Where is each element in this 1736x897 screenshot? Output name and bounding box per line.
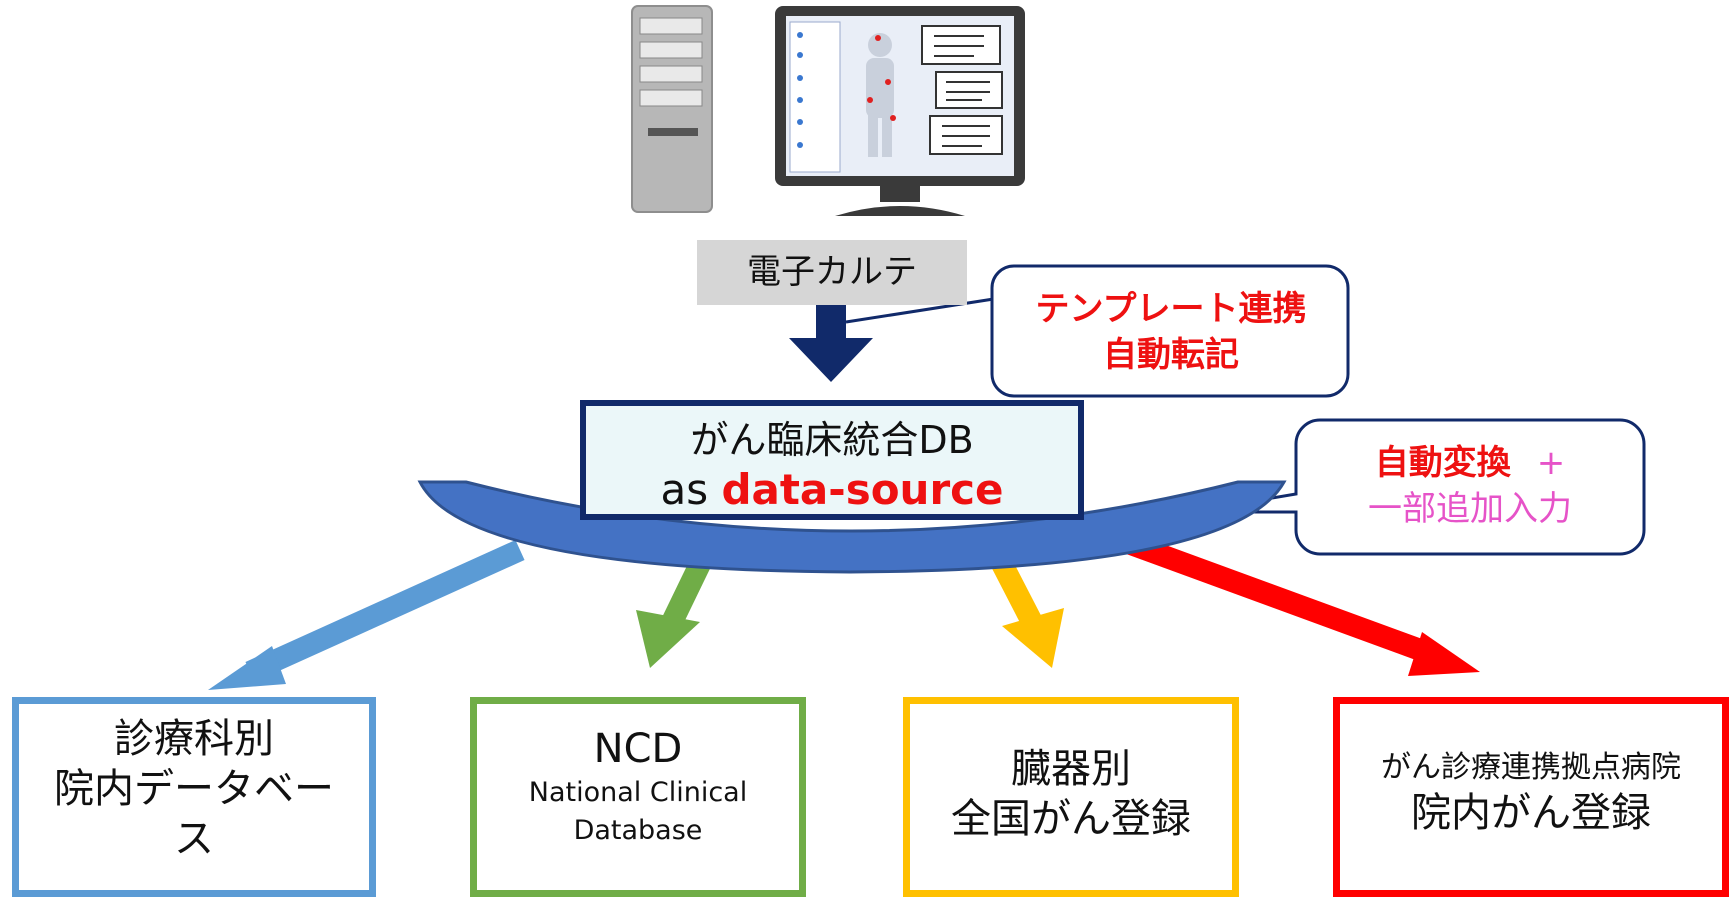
arrow-head-blue-icon: [208, 646, 286, 690]
db-subtitle-prefix: as: [660, 465, 722, 514]
arrow-to-ncd: [662, 555, 712, 627]
diagram-graphics: [208, 5, 1646, 690]
integrated-db-box: がん臨床統合DB as data-source: [580, 400, 1084, 520]
dest-dept-line2: 院内データベー: [54, 766, 334, 812]
dest-ncd: NCD National Clinical Database: [470, 697, 806, 897]
arrow-to-dept-db: [245, 539, 525, 683]
template-callout-line1: テンプレート連携: [1035, 289, 1307, 329]
down-arrow-icon: [789, 300, 873, 382]
convert-callout-bold: 自動変換: [1374, 443, 1511, 483]
template-callout-line2: 自動転記: [1103, 335, 1239, 375]
arrow-head-red-icon: [1408, 632, 1480, 676]
arrow-to-organ: [990, 554, 1042, 628]
arrow-head-gold-icon: [1002, 608, 1064, 668]
dest-dept-line3: ス: [174, 816, 214, 862]
convert-callout-plus: +: [1536, 443, 1566, 483]
dest-hospital-main: 院内がん登録: [1411, 790, 1651, 836]
dest-hospital-sub: がん診療連携拠点病院: [1381, 750, 1681, 785]
dest-dept-database: 診療科別 院内データベー ス: [12, 697, 376, 897]
template-callout-text: テンプレート連携 自動転記: [996, 286, 1346, 378]
db-subtitle-highlight: data-source: [721, 465, 1004, 514]
convert-callout: [1189, 418, 1646, 556]
computer-medical-record-icon: [631, 5, 1025, 216]
dest-ncd-sub2: Database: [573, 815, 703, 846]
db-subtitle: as data-source: [586, 464, 1078, 516]
dest-organ-line1: 臓器別: [1011, 746, 1131, 792]
arrow-to-hospital: [1116, 529, 1438, 666]
convert-callout-text: 自動変換 + 一部追加入力: [1300, 440, 1640, 532]
convert-callout-line2: 一部追加入力: [1368, 489, 1572, 529]
dest-ncd-title: NCD: [593, 726, 683, 772]
db-title: がん臨床統合DB: [690, 418, 974, 462]
dest-organ-line2: 全国がん登録: [951, 796, 1191, 842]
dest-hospital-registry: がん診療連携拠点病院 院内がん登録: [1333, 697, 1729, 897]
dest-organ-registry: 臓器別 全国がん登録: [903, 697, 1239, 897]
emr-label: 電子カルテ: [697, 240, 967, 305]
dest-dept-line1: 診療科別: [114, 716, 274, 762]
convert-callout-line1: 自動変換 +: [1300, 440, 1640, 486]
template-callout: [990, 264, 1350, 398]
arrow-head-green-icon: [636, 610, 700, 668]
dest-ncd-sub1: National Clinical: [528, 777, 748, 808]
distribution-band: [417, 480, 1287, 574]
